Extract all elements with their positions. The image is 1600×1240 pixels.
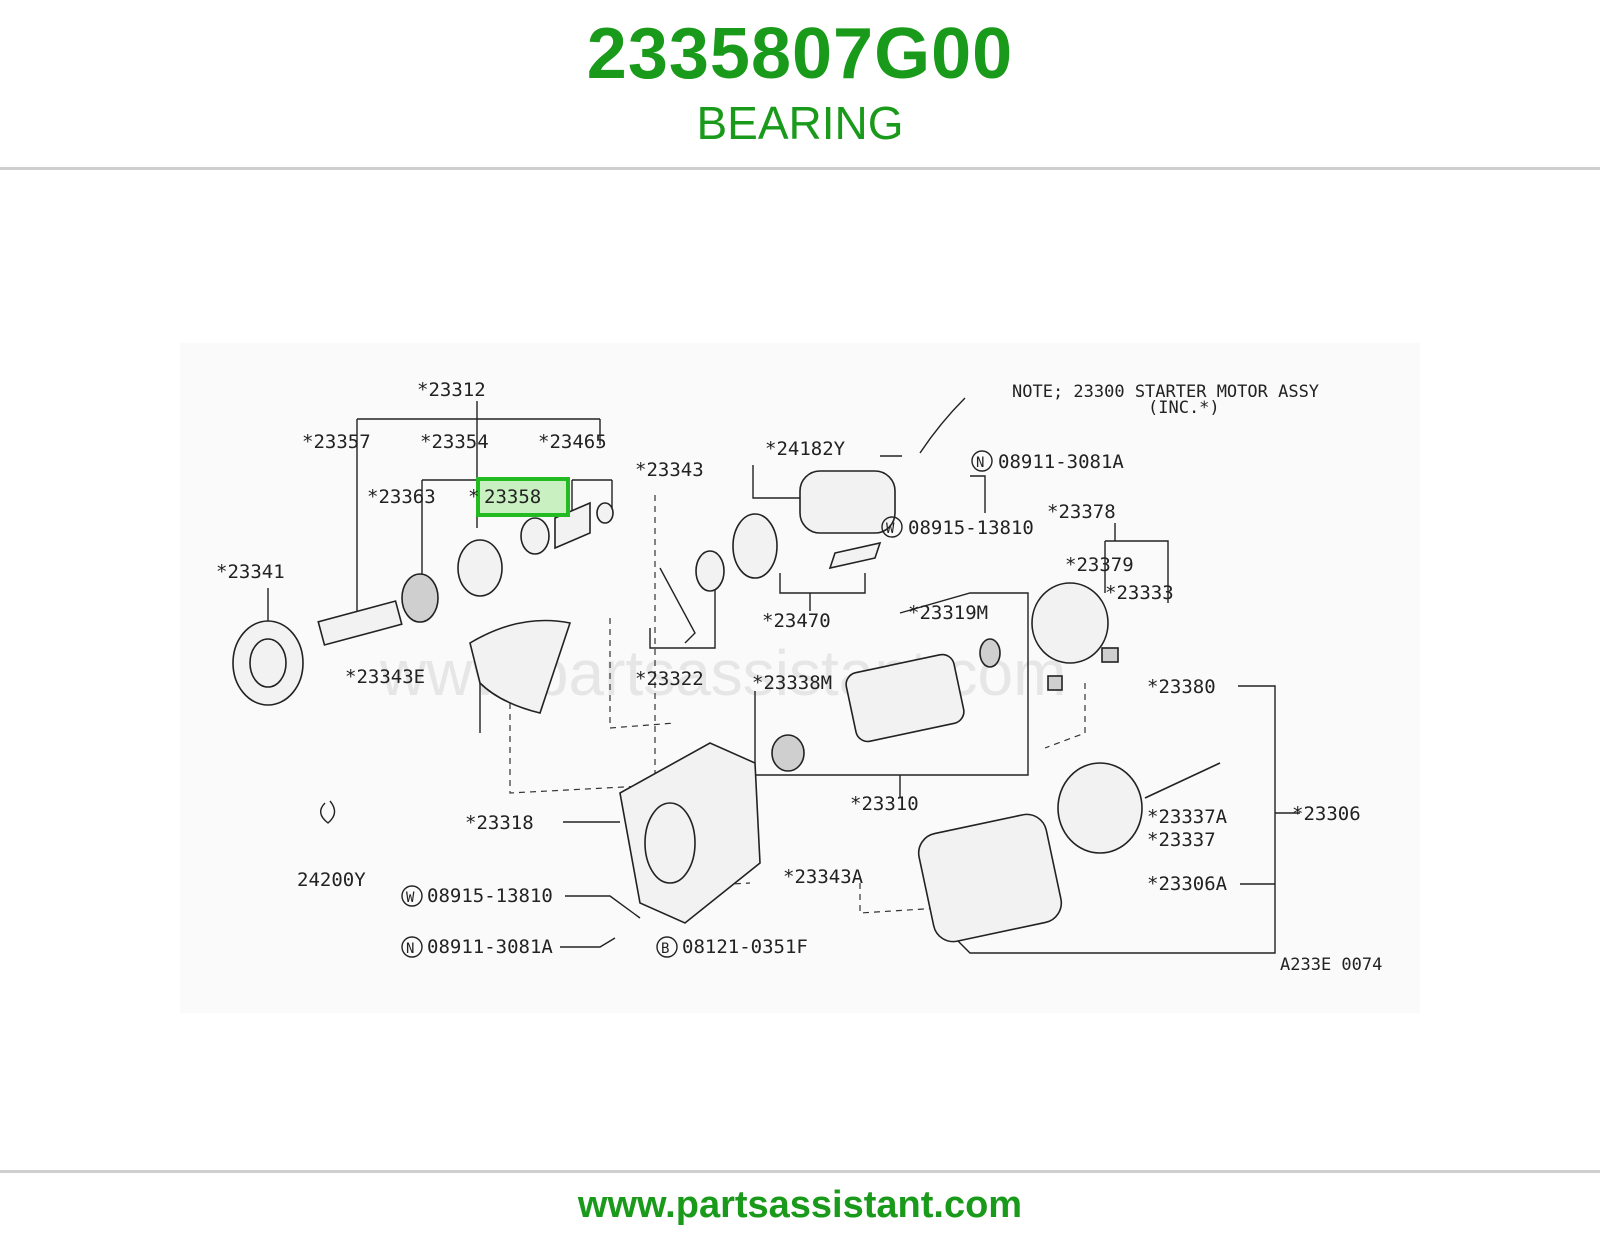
dashed-line-e <box>1044 683 1086 749</box>
label-08915-13810-top: 08915-13810 <box>908 517 1034 539</box>
shift-lever-part <box>659 567 696 644</box>
bracket-23322 <box>649 583 716 649</box>
label-08911-3081A-bottom: 08911-3081A <box>427 936 553 958</box>
footer-divider <box>0 1170 1600 1173</box>
label-08915-13810-bottom: 08915-13810 <box>427 885 553 907</box>
label-23312: *23312 <box>417 379 486 401</box>
parts-diagram: www.partsassistant.com <box>180 343 1420 1013</box>
shift-cover-part <box>469 619 572 714</box>
bracket-23378 <box>1104 523 1169 603</box>
solenoid-part <box>799 470 896 534</box>
note-line-1: NOTE; 23300 STARTER MOTOR ASSY <box>1012 382 1319 402</box>
circle-n-bottom <box>401 936 423 958</box>
label-23306A: *23306A <box>1147 873 1228 895</box>
bearing-23338M-part <box>771 734 805 772</box>
header-divider <box>0 167 1600 170</box>
brush-part-lower <box>1047 675 1063 691</box>
label-23319M: *23319M <box>908 602 988 624</box>
note-line-2: (INC.*) <box>1148 398 1220 418</box>
bracket-23343 <box>752 465 810 499</box>
reference-code: A233E 0074 <box>1280 955 1382 975</box>
clip-24200Y-part <box>320 800 336 824</box>
brush-part <box>1101 647 1119 663</box>
brush-holder-part <box>1031 582 1109 664</box>
label-24182Y: *24182Y <box>765 438 846 460</box>
leader-08915-top <box>970 475 986 513</box>
bearing-23319M-part <box>979 638 1001 668</box>
circle-w-bottom <box>401 885 423 907</box>
armature-part <box>845 653 965 743</box>
footer: www.partsassistant.com <box>0 1180 1600 1230</box>
bracket-23312 <box>356 401 601 528</box>
torsion-spring-part <box>695 550 725 592</box>
label-23337A: *23337A <box>1147 806 1228 828</box>
bearing-23363-part <box>401 573 439 623</box>
bracket-23306 <box>939 685 1276 954</box>
label-23354: *23354 <box>420 431 489 453</box>
circle-w-top-letter: W <box>886 521 895 537</box>
part-name-subtitle: BEARING <box>696 97 904 149</box>
label-23343E: *23343E <box>345 666 425 688</box>
header: 2335807G00 BEARING <box>0 0 1600 168</box>
label-23310: *23310 <box>850 793 919 815</box>
circle-n-top-letter: N <box>976 455 984 471</box>
dashed-line-b <box>609 618 676 729</box>
label-23378: *23378 <box>1047 501 1116 523</box>
label-23358-highlighted: 23358 <box>484 486 541 508</box>
circle-b-bottom <box>656 936 678 958</box>
plate-23470-part <box>732 513 778 579</box>
label-23318: *23318 <box>465 812 534 834</box>
bracket-23470 <box>779 573 866 611</box>
label-08911-3081A-top: 08911-3081A <box>998 451 1124 473</box>
label-23306: *23306 <box>1292 803 1361 825</box>
leader-23319M <box>740 592 1029 776</box>
circle-w-bottom-letter: W <box>406 890 415 906</box>
circle-w-top <box>881 516 903 538</box>
label-08121-0351F: 08121-0351F <box>682 936 808 958</box>
through-bolt-part <box>1144 762 1221 799</box>
label-23333: *23333 <box>1105 582 1174 604</box>
highlight-box <box>476 477 570 517</box>
label-23357: *23357 <box>302 431 371 453</box>
diagram-svg: www.partsassistant.com <box>216 379 1382 975</box>
solenoid-wire-part <box>919 397 966 454</box>
label-asterisk: * <box>468 486 479 508</box>
label-23465: *23465 <box>538 431 607 453</box>
label-23363: *23363 <box>367 486 436 508</box>
pinion-shaft-part <box>317 600 403 646</box>
label-23343: *23343 <box>635 459 704 481</box>
gear-housing-bore <box>644 802 696 884</box>
footer-url-link[interactable]: www.partsassistant.com <box>577 1184 1023 1226</box>
rear-cover-part <box>1057 762 1143 854</box>
leader-08915-bottom <box>565 895 641 919</box>
label-23343A: *23343A <box>783 866 864 888</box>
yoke-part <box>917 813 1063 943</box>
label-23470: *23470 <box>762 610 831 632</box>
circle-n-bottom-letter: N <box>406 941 414 957</box>
label-23380: *23380 <box>1147 676 1216 698</box>
retainer-part <box>596 502 614 524</box>
circle-n-top <box>971 450 993 472</box>
part-number-title: 2335807G00 <box>586 14 1014 94</box>
label-23322: *23322 <box>635 668 704 690</box>
drive-housing-bore <box>249 638 287 688</box>
dashed-line-c <box>509 703 701 794</box>
circle-b-bottom-letter: B <box>661 941 669 957</box>
label-23338M: *23338M <box>752 672 832 694</box>
label-23379: *23379 <box>1065 554 1134 576</box>
label-23337: *23337 <box>1147 829 1216 851</box>
plunger-plate-part <box>828 541 882 570</box>
leader-08911-bottom <box>560 937 616 948</box>
label-23341: *23341 <box>216 561 285 583</box>
label-24200Y: 24200Y <box>297 869 366 891</box>
pinion-gear-part <box>457 539 503 597</box>
bearing-23358-part <box>520 517 550 555</box>
